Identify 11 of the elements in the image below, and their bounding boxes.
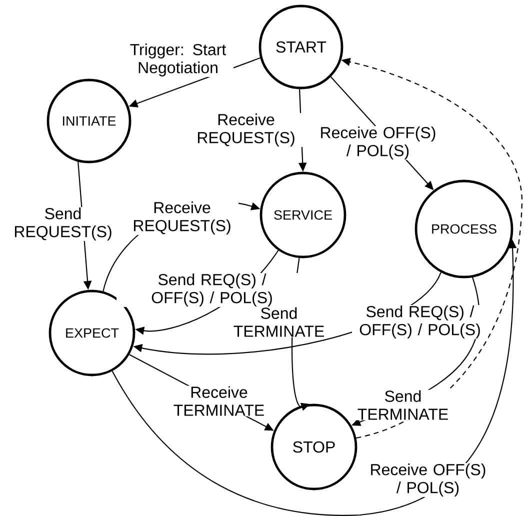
- edge-label: Receive TERMINATE: [166, 386, 272, 416]
- edge-label: Receive OFF(S) / POL(S): [360, 463, 496, 497]
- edge-label: Receive REQUEST(S): [126, 201, 238, 235]
- edge-label: Send TERMINATE: [226, 306, 332, 338]
- edge-label: Send REQ(S) / OFF(S) / POL(S): [352, 305, 488, 339]
- edge-label: Trigger: Start Negotiation: [122, 43, 234, 77]
- edge-label: Receive OFF(S) / POL(S): [310, 126, 446, 160]
- edge-label: Send TERMINATE: [350, 390, 456, 420]
- edge-label: Send REQ(S) / OFF(S) / POL(S): [116, 273, 308, 307]
- edge-label: Send REQUEST(S): [6, 207, 120, 241]
- edge-label: Receive REQUEST(S): [190, 113, 302, 147]
